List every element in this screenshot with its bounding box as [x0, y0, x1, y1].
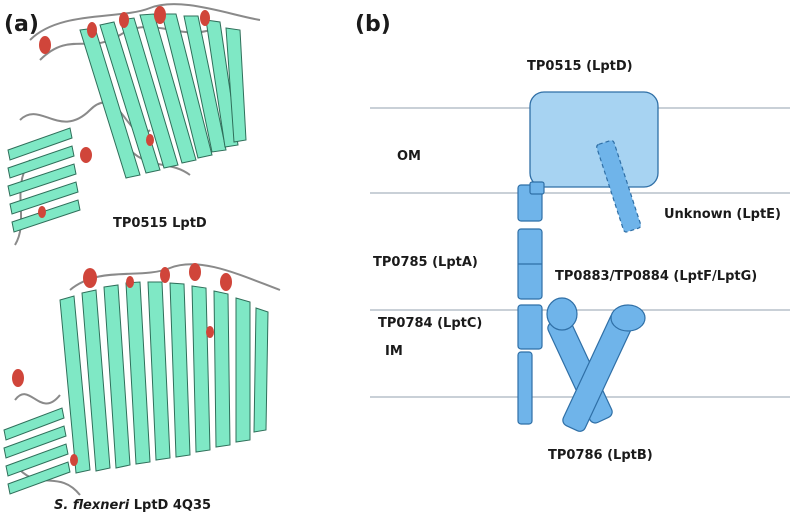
lptc-tail: [517, 351, 533, 425]
panel-a-letter: (a): [4, 12, 39, 37]
lpte-rod: [596, 139, 642, 233]
label-lptb: TP0786 (LptB): [548, 448, 653, 463]
tp0515-lptd-structure: [7, 3, 261, 246]
label-lpta: TP0785 (LptA): [373, 255, 478, 270]
label-lptfg: TP0883/TP0884 (LptF/LptG): [555, 269, 757, 284]
caption-tp0515-lptd: TP0515 LptD: [113, 216, 207, 231]
lptf-head: [546, 297, 578, 331]
sflexneri-lptd-structure: [3, 263, 281, 496]
label-lptd: TP0515 (LptD): [527, 59, 633, 74]
label-im: IM: [385, 344, 403, 359]
lptc-segment: [517, 304, 543, 350]
panel-b-letter: (b): [355, 12, 391, 37]
label-lpte: Unknown (LptE): [664, 207, 781, 222]
label-lptc: TP0784 (LptC): [378, 316, 482, 331]
label-om: OM: [397, 149, 421, 164]
caption-species: S. flexneri: [54, 498, 130, 513]
caption-sflexneri-lptd: S. flexneri LptD 4Q35: [54, 498, 211, 513]
lptg-head: [610, 304, 646, 332]
caption-species-rest: LptD 4Q35: [129, 498, 212, 513]
lpta-cap: [529, 181, 545, 195]
lptd-box: [529, 91, 659, 188]
